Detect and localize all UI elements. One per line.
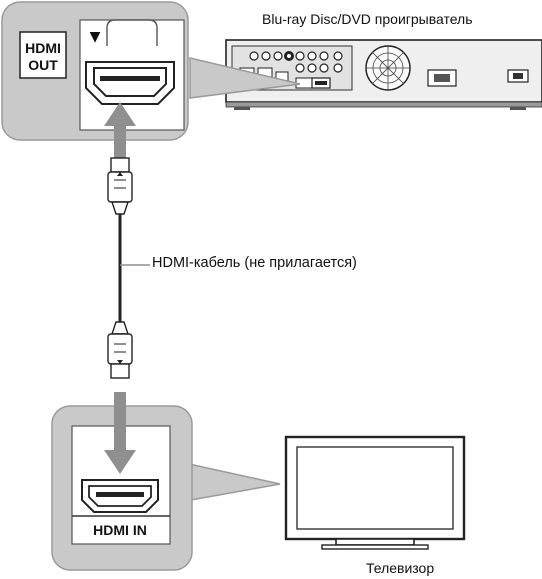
- bluray-player-rear-panel: [225, 39, 542, 110]
- arrow-to-hdmi-out: [104, 102, 136, 158]
- hdmi-out-port: [85, 19, 175, 105]
- hdmi-cable: [107, 157, 150, 379]
- tv-illustration: [284, 435, 466, 550]
- hdmi-out-marker: ▼: [90, 29, 101, 45]
- hdmi-out-label: HDMI OUT: [19, 31, 67, 79]
- player-label: Blu-ray Disc/DVD проигрыватель: [262, 11, 473, 27]
- hdmi-out-label-line1: HDMI: [25, 40, 61, 56]
- hdmi-out-label-line2: OUT: [28, 57, 58, 73]
- tv-label: Телевизор: [366, 560, 435, 576]
- arrow-to-hdmi-in: [104, 392, 136, 474]
- hdmi-in-label: HDMI IN: [72, 515, 170, 538]
- hdmi-in-label-text: HDMI IN: [93, 522, 147, 538]
- cable-label: HDMI-кабель (не прилагается): [152, 255, 357, 271]
- hdmi-in-port: [81, 479, 159, 513]
